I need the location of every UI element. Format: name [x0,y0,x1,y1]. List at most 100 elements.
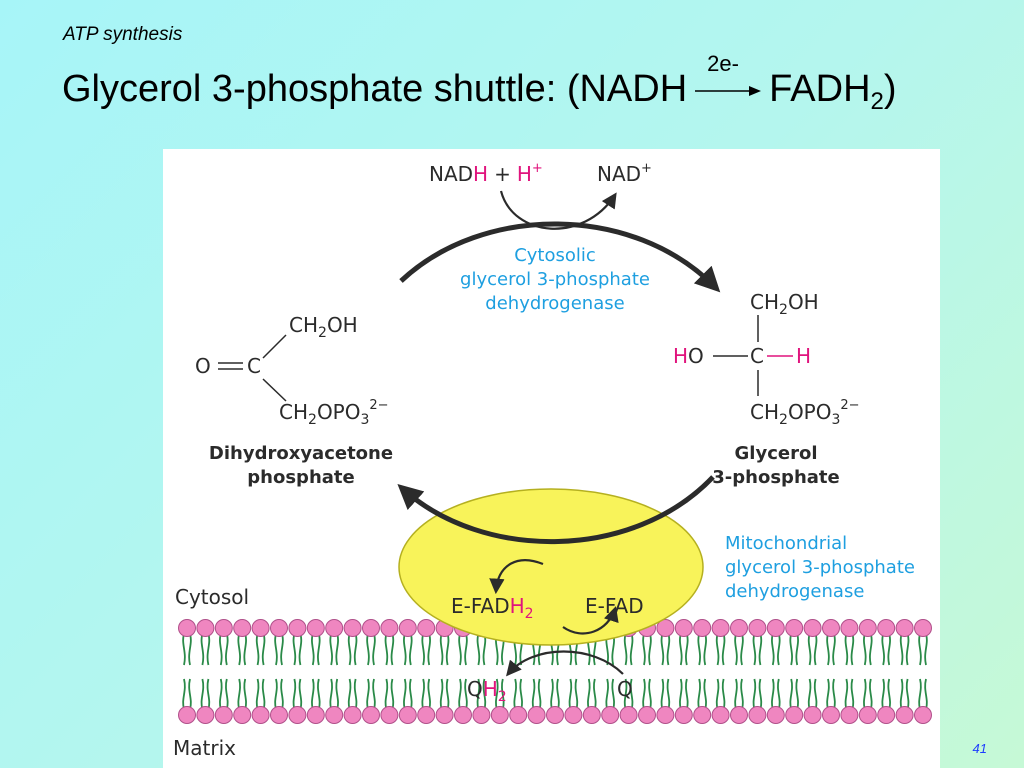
lipid-head [656,619,675,637]
lipid-tail [697,678,701,710]
lipid-tail [317,678,321,710]
lipid-tail [353,678,358,710]
lipid-tail [255,678,260,710]
lipid-tail [869,678,873,710]
lipid-tail [445,678,450,710]
g3p-carbon: C [750,344,764,368]
lipid-tail [458,678,462,710]
efadh2-oxidation-arrow [562,606,619,635]
lipid-tail [844,633,849,666]
lipid-tail [274,633,278,666]
lipid-tail [335,678,339,710]
lipid-head [711,706,730,724]
slide-subtitle: ATP synthesis [63,24,183,45]
lipid-tail [605,678,609,710]
lipid-tail [734,678,738,710]
lipid-tail [280,633,284,666]
lipid-head [564,706,583,724]
lipid-tail [439,633,444,666]
mito-enzyme-line2: glycerol 3-phosphate [725,557,915,578]
lipid-tail [795,633,799,666]
lipid-tail [924,678,928,710]
lipid-tail [771,678,775,710]
mitochondrial-enzyme-blob [398,488,704,646]
lipid-tail [789,678,793,710]
lipid-tail [905,633,910,666]
lipid-head [288,619,307,637]
dhap-carbon: C [247,354,261,378]
lipid-tail [679,633,683,666]
lipid-tail [384,678,389,710]
lipid-tail [501,678,505,710]
lipid-tail [758,633,763,666]
lipid-tail [758,678,763,710]
lipid-head [914,619,932,637]
lipid-tail [366,678,370,710]
dhap-structure: CH2OH O C CH2OPO32− Dihydroxyacetone pho… [195,313,393,488]
lipid-tail [832,633,836,666]
lipid-tail [409,678,413,710]
lipid-tail [568,678,573,710]
lipid-head [454,706,472,724]
lipid-tail [850,633,855,666]
lipid-tail [403,633,407,666]
lipid-tail [685,678,689,710]
membrane-lipid-tails [182,633,928,710]
lipid-tail [225,678,229,710]
lipid-head [656,706,675,724]
cytosolic-enzyme-line1: Cytosolic [514,245,596,266]
lipid-tail [482,633,487,666]
lipid-tail [611,678,615,710]
shuttle-diagram: NADH+H+ NAD+ Cytosolic glycerol 3-phosph… [173,161,932,760]
lipid-head [674,706,693,724]
dhap-top-group: CH2OH [289,313,358,341]
lipid-tail [464,678,468,710]
lipid-tail [807,678,812,710]
lipid-head [895,619,914,637]
lipid-tail [182,678,186,710]
lipid-tail [881,633,885,666]
lipid-tail [445,633,450,666]
lipid-head [803,706,822,724]
g3p-name-line1: Glycerol [735,443,818,464]
lipid-tail [648,633,652,666]
g3p-hydrogen: H [796,344,811,368]
lipid-head [233,619,252,637]
lipid-head [288,706,307,724]
cytosolic-enzyme-line3: dehydrogenase [485,293,624,314]
lipid-tail [666,633,671,666]
lipid-head [914,706,932,724]
lipid-head [748,706,767,724]
lipid-tail [777,633,781,666]
lipid-tail [237,633,241,666]
lipid-tail [427,678,431,710]
lipid-tail [556,678,560,710]
q-reduction-arrow [506,650,624,677]
lipid-head [325,706,344,724]
lipid-tail [311,678,315,710]
lipid-tail [918,678,922,710]
lipid-head [380,619,399,637]
lipid-head [822,619,840,637]
lipid-head [822,706,840,724]
lipid-tail [458,633,462,666]
lipid-head [233,706,252,724]
lipid-head [711,619,730,637]
lipid-tail [734,633,738,666]
lipid-tail [243,633,247,666]
nad-text: NAD+ [597,161,652,186]
lipid-tail [844,678,849,710]
bottom-cycle-arrow [397,475,715,544]
lipid-tail [789,633,793,666]
mito-enzyme-line3: dehydrogenase [725,581,864,602]
lipid-head [196,619,215,637]
lipid-tail [464,633,468,666]
lipid-tail [752,678,757,710]
lipid-head [766,706,785,724]
lipid-tail [703,633,707,666]
lipid-tail [274,678,278,710]
lipid-tail [225,633,229,666]
lipid-tail [237,678,241,710]
efadh2-text: E-FADH2 [451,594,534,622]
